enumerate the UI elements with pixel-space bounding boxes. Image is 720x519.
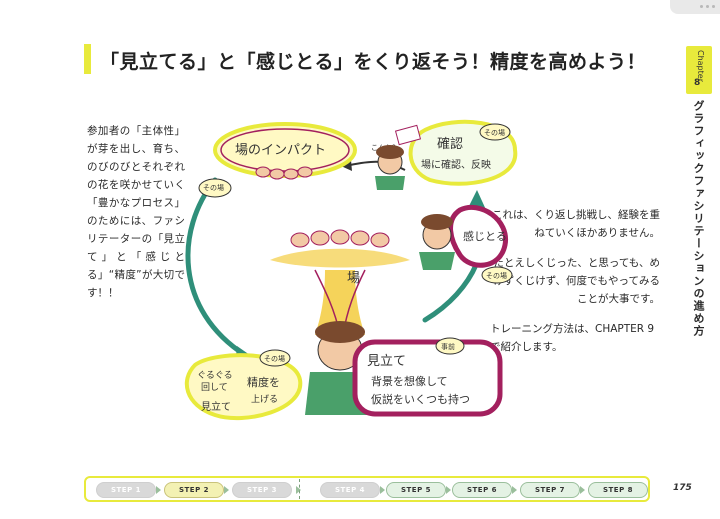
tag-bottom-left — [259, 349, 291, 367]
tag-right — [481, 266, 513, 284]
bubble-mitate — [352, 339, 503, 417]
step-arrow-6 — [512, 486, 517, 494]
tag-bottom-right-text: 事前 — [441, 342, 455, 351]
chapter-title: グラフィックファシリテーションの進め方 — [692, 100, 705, 338]
cycle-arrow-left — [185, 177, 248, 358]
right-text-block: これは、くり返し挑戦し、経験を重ねていくほかありません。 たとえしくじった、と思… — [490, 206, 660, 368]
check-sign — [394, 124, 422, 146]
step-arrow-1 — [156, 486, 161, 494]
bubble-loop — [184, 353, 303, 420]
center-label: 場 — [347, 271, 360, 286]
tag-top-right-text: その場 — [484, 128, 505, 137]
right-paragraph-1: これは、くり返し挑戦し、経験を重ねていくほかありません。 — [492, 209, 660, 239]
step-7[interactable]: STEP 7 — [520, 482, 580, 498]
step-8[interactable]: STEP 8 — [588, 482, 648, 498]
bubble-loop-text-5: 見立て — [201, 400, 231, 413]
center-group — [270, 229, 410, 336]
bubble-loop-text-2: 回して — [201, 382, 228, 393]
left-paragraph: 参加者の「主体性」が芽を出し、育ち、のびのびとそれぞれの花を咲かせていく「豊かな… — [87, 125, 185, 299]
chapter-label: Chapter — [696, 50, 705, 82]
tag-bottom-right — [435, 337, 465, 355]
tag-top-left-text: その場 — [203, 183, 224, 192]
step-arrow-3 — [296, 486, 301, 494]
tag-bottom-left-text: その場 — [264, 354, 285, 363]
page-tab — [670, 0, 720, 14]
person-right — [419, 214, 455, 270]
bubble-loop-text-1: ぐるぐる — [197, 370, 233, 381]
bubble-check-text-2: 場に確認、反映 — [421, 158, 491, 171]
right-paragraph-3: トレーニング方法は、CHAPTER 9 で紹介します。 — [490, 323, 655, 353]
tag-top-left — [198, 178, 232, 198]
chapter-tab: Chapter 8 — [686, 46, 712, 94]
cycle-diagram: 場のインパクト その場 確認 場に確認、反映 その場 こんな？ — [184, 119, 518, 420]
step-arrow-2 — [224, 486, 229, 494]
tag-right-text: その場 — [486, 271, 507, 280]
bubble-sense-text: 感じとる — [463, 230, 507, 243]
step-5[interactable]: STEP 5 — [386, 482, 446, 498]
step-arrow-4 — [380, 486, 385, 494]
person-top-right — [375, 145, 405, 190]
title-accent-bar — [84, 44, 91, 74]
bubble-loop-text-4: 上げる — [251, 394, 278, 405]
step-arrow-7 — [580, 486, 585, 494]
step-navigation — [84, 476, 650, 502]
step-divider — [299, 479, 300, 499]
step-2[interactable]: STEP 2 — [164, 482, 224, 498]
step-1[interactable]: STEP 1 — [96, 482, 156, 498]
tag-top-right — [479, 123, 511, 141]
step-3[interactable]: STEP 3 — [232, 482, 292, 498]
bubble-mitate-text-2: 背景を想像して — [371, 374, 448, 388]
bubble-mitate-text-3: 仮説をいくつも持つ — [371, 392, 470, 406]
bubble-mitate-text-1: 見立て — [367, 354, 406, 369]
page-number: 175 — [673, 483, 692, 493]
step-4[interactable]: STEP 4 — [320, 482, 380, 498]
page-title: 「見立てる」と「感じとる」をくり返そう！精度を高めよう！ — [100, 51, 647, 73]
right-paragraph-2: たとえしくじった、と思っても、めげずくじけず、何度でもやってみることが大事です。 — [493, 257, 660, 305]
chapter-number: 8 — [694, 78, 701, 88]
small-heads-top — [255, 166, 313, 180]
bubble-impact-text: 場のインパクト — [235, 143, 326, 158]
step-arrow-5 — [446, 486, 451, 494]
bubble-loop-text-3: 精度を — [247, 375, 280, 389]
cycle-illustration: 場のインパクト その場 確認 場に確認、反映 その場 こんな？ — [175, 110, 520, 440]
step-6[interactable]: STEP 6 — [452, 482, 512, 498]
bubble-check-text-1: 確認 — [437, 136, 463, 152]
